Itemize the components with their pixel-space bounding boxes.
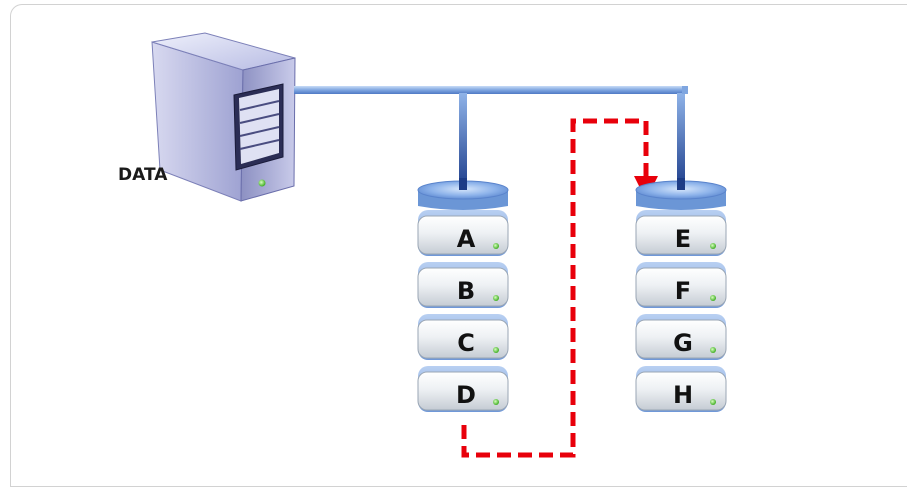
drive-label: F [675, 277, 691, 305]
drive-led-icon [710, 295, 716, 301]
drive-array-1: A B C D [417, 178, 509, 412]
drive-unit: D [417, 366, 509, 412]
drive-label: A [457, 225, 476, 253]
drive-led-icon [710, 243, 716, 249]
drive-unit: F [635, 262, 727, 308]
server-label: DATA [118, 165, 168, 185]
server-led-icon [258, 179, 266, 187]
drive-led-icon [493, 399, 499, 405]
network-connector [294, 86, 688, 188]
drive-unit: G [635, 314, 727, 360]
server-tower-icon [151, 32, 296, 202]
drive-led-icon [710, 347, 716, 353]
drive-led-icon [493, 295, 499, 301]
drive-label: D [456, 381, 476, 409]
drive-label: H [673, 381, 693, 409]
drive-label: C [457, 329, 475, 357]
drive-led-icon [493, 243, 499, 249]
drive-label: G [673, 329, 693, 357]
drive-unit: E [635, 210, 727, 256]
drive-array-2: E F G H [635, 178, 727, 412]
drive-unit: H [635, 366, 727, 412]
drive-led-icon [710, 399, 716, 405]
drive-led-icon [493, 347, 499, 353]
drive-label: B [457, 277, 475, 305]
drive-unit: C [417, 314, 509, 360]
drive-label: E [675, 225, 691, 253]
drive-unit: A [417, 210, 509, 256]
drive-unit: B [417, 262, 509, 308]
